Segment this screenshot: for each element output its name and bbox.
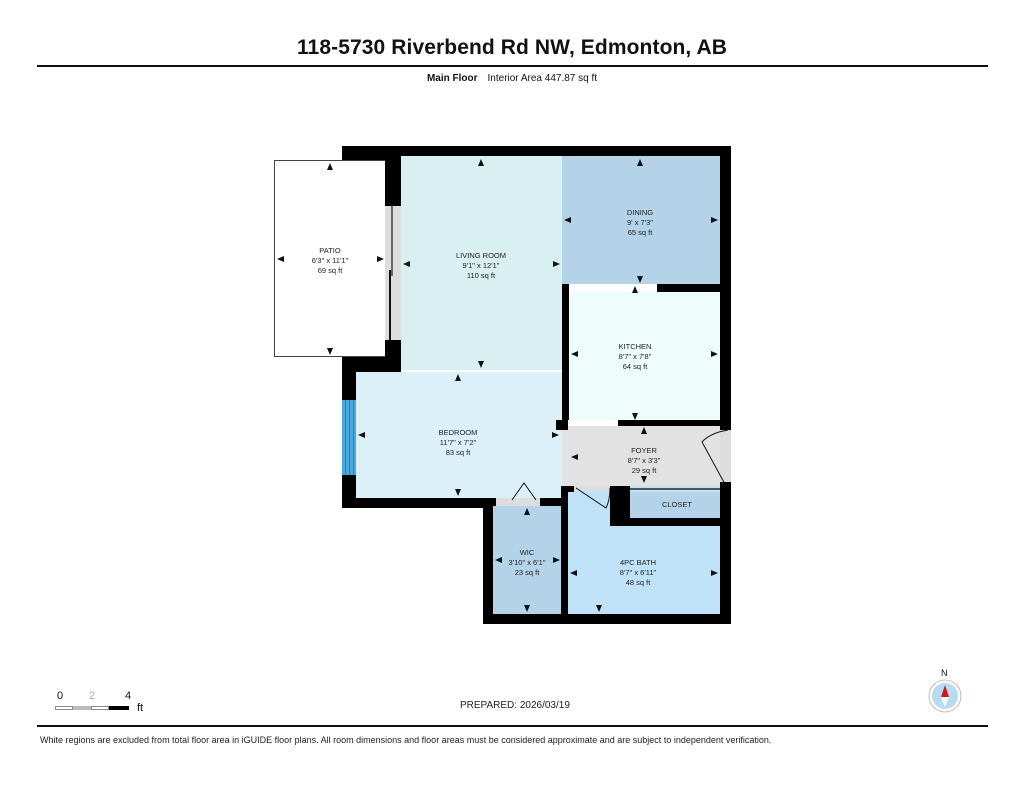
- dimension-arrow-icon: [377, 256, 384, 262]
- scale-label-0: 0: [57, 690, 64, 702]
- entry-door-swing: [701, 429, 729, 487]
- dimension-arrow-icon: [553, 261, 560, 267]
- closet-door[interactable]: [630, 488, 720, 490]
- dimension-arrow-icon: [358, 432, 365, 438]
- room-bedroom: [356, 372, 562, 498]
- dimension-arrow-icon: [637, 159, 643, 166]
- wall: [610, 486, 620, 526]
- dimension-arrow-icon: [478, 159, 484, 166]
- room-wic: [493, 506, 561, 614]
- wall: [342, 498, 496, 508]
- scale-segment: [109, 706, 129, 710]
- dimension-arrow-icon: [564, 217, 571, 223]
- page-title: 118-5730 Riverbend Rd NW, Edmonton, AB: [296, 36, 728, 59]
- title-divider: [37, 65, 988, 67]
- wall: [568, 486, 574, 492]
- wall: [556, 420, 568, 430]
- dimension-arrow-icon: [524, 605, 530, 612]
- dimension-arrow-icon: [632, 413, 638, 420]
- scale-unit: ft: [137, 702, 144, 714]
- dimension-arrow-icon: [277, 256, 284, 262]
- wall: [720, 482, 731, 624]
- entry-door-opening[interactable]: [720, 430, 731, 482]
- dimension-arrow-icon: [495, 557, 502, 563]
- interior-area: Interior Area 447.87 sq ft: [487, 73, 598, 84]
- sliding-door-panel: [389, 270, 391, 340]
- sliding-door-panel: [391, 206, 393, 276]
- dimension-arrow-icon: [524, 508, 530, 515]
- wall: [720, 146, 731, 430]
- door-bath[interactable]: [574, 486, 610, 491]
- dimension-arrow-icon: [632, 286, 638, 293]
- footer-divider: [37, 725, 988, 727]
- dimension-arrow-icon: [571, 351, 578, 357]
- wall: [483, 506, 493, 624]
- dimension-arrow-icon: [570, 570, 577, 576]
- wall: [620, 518, 720, 526]
- door-swing: [575, 487, 611, 509]
- wall: [618, 420, 720, 426]
- dimension-arrow-icon: [327, 163, 333, 170]
- floor-subtitle: Main Floor Interior Area 447.87 sq ft: [0, 73, 1024, 84]
- wall: [620, 486, 630, 518]
- dimension-arrow-icon: [637, 276, 643, 283]
- scale-label-2: 2: [89, 690, 96, 702]
- dimension-arrow-icon: [455, 489, 461, 496]
- door-swing: [511, 482, 537, 501]
- room-dining: [562, 156, 720, 284]
- dimension-arrow-icon: [403, 261, 410, 267]
- door-wic[interactable]: [496, 498, 540, 506]
- wall: [562, 284, 569, 420]
- wall: [561, 486, 568, 614]
- room-living: [401, 156, 562, 370]
- wall: [540, 498, 562, 508]
- compass-north-label: N: [941, 668, 948, 678]
- dimension-arrow-icon: [711, 351, 718, 357]
- dimension-arrow-icon: [571, 454, 578, 460]
- scale-segment: [55, 706, 73, 710]
- scale-segment: [73, 706, 91, 710]
- dimension-arrow-icon: [455, 374, 461, 381]
- dimension-arrow-icon: [596, 605, 602, 612]
- dimension-arrow-icon: [327, 348, 333, 355]
- scale-segment: [91, 706, 109, 710]
- dimension-arrow-icon: [711, 570, 718, 576]
- dimension-arrow-icon: [711, 217, 718, 223]
- footer-disclaimer: White regions are excluded from total fl…: [40, 735, 772, 745]
- label-closet: CLOSET: [661, 500, 693, 509]
- dimension-arrow-icon: [641, 476, 647, 483]
- compass-icon: [928, 679, 962, 713]
- wall: [483, 614, 731, 624]
- room-closet: [630, 492, 720, 518]
- wall: [657, 284, 720, 292]
- scale-label-4: 4: [125, 690, 132, 702]
- prepared-date: PREPARED: 2026/03/19: [460, 700, 570, 711]
- dimension-arrow-icon: [478, 361, 484, 368]
- floor-label: Main Floor: [426, 73, 478, 84]
- dimension-arrow-icon: [552, 432, 559, 438]
- window: [342, 400, 356, 475]
- wall: [385, 146, 401, 206]
- room-kitchen: [568, 292, 720, 420]
- dimension-arrow-icon: [553, 557, 560, 563]
- dimension-arrow-icon: [641, 427, 647, 434]
- wall: [342, 357, 401, 372]
- sliding-door[interactable]: [385, 206, 401, 340]
- room-patio: [274, 160, 386, 357]
